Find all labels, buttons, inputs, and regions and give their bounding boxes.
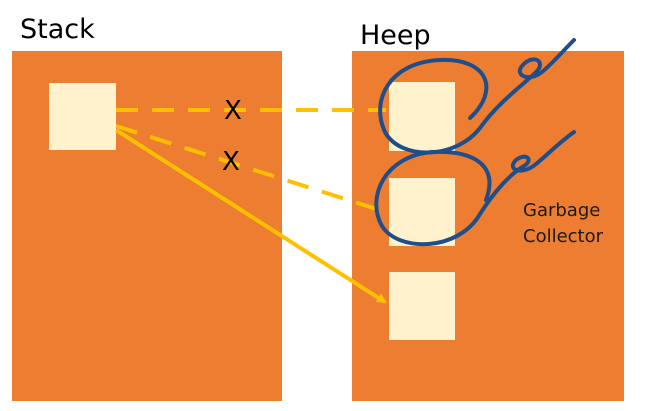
removed-reference-2: [115, 124, 387, 214]
live-reference-arrow: [114, 128, 387, 304]
stack-label: Stack: [20, 14, 95, 45]
heap-object-2: [389, 178, 455, 246]
gc-scribble-2: [374, 130, 576, 247]
stack-reference-box: [49, 83, 116, 150]
heap-object-1: [389, 82, 455, 151]
gc-label-line1: Garbage: [523, 200, 600, 221]
heap-object-3: [389, 272, 455, 340]
heap-label: Heep: [360, 20, 431, 51]
removed-mark-1: X: [224, 96, 242, 126]
gc-label-line2: Collector: [523, 226, 604, 247]
gc-scribble-1: [378, 38, 576, 155]
removed-mark-2: X: [222, 147, 240, 177]
